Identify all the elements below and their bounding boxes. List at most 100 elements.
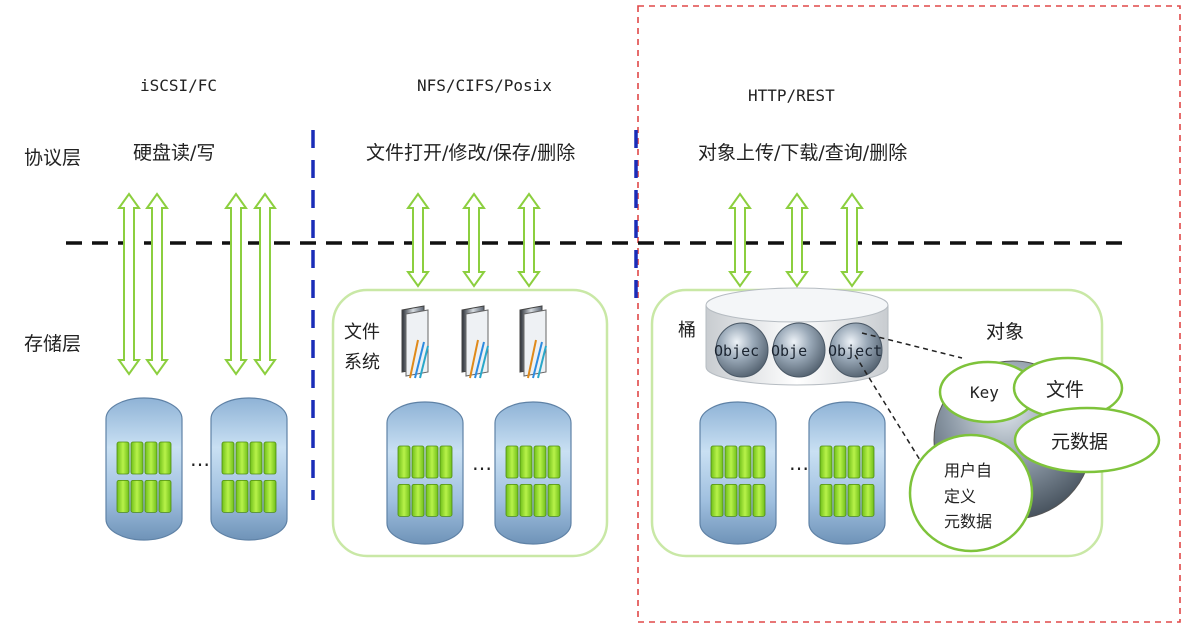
disk-icon bbox=[808, 401, 886, 545]
fs-stripe bbox=[527, 339, 537, 379]
user-metadata-bubble bbox=[908, 433, 1034, 553]
disk-cell bbox=[144, 479, 158, 513]
disk-cell bbox=[505, 445, 519, 479]
double-arrow-icon bbox=[406, 192, 430, 288]
fs-stripe bbox=[532, 341, 543, 379]
protocol-layer-label: 协议层 bbox=[24, 147, 81, 169]
disk-cell bbox=[752, 445, 766, 479]
file-system-icon bbox=[401, 305, 429, 379]
disk-cell bbox=[116, 479, 130, 513]
disk-cell bbox=[533, 445, 547, 479]
disk-cell bbox=[710, 445, 724, 479]
disk-cell bbox=[235, 441, 249, 475]
object-title: 对象 bbox=[986, 321, 1024, 343]
object-ball-label: Obje bbox=[771, 342, 807, 360]
object-ball-icon bbox=[772, 322, 826, 378]
fs-stripe bbox=[409, 339, 419, 379]
disk-icon bbox=[210, 397, 288, 541]
object-protocol-name: HTTP/REST bbox=[748, 86, 835, 105]
block-operation: 硬盘读/写 bbox=[133, 142, 215, 164]
disk-cell bbox=[738, 445, 752, 479]
disk-cell bbox=[144, 441, 158, 475]
fs-stripe bbox=[537, 345, 547, 379]
metadata-text: 元数据 bbox=[1051, 431, 1108, 453]
object-ball-label: Objec bbox=[714, 342, 759, 360]
disk-cell bbox=[724, 483, 738, 517]
fs-stripe bbox=[419, 345, 429, 379]
object-ball-icon bbox=[715, 322, 769, 378]
disk-cell bbox=[158, 479, 172, 513]
disk-cell bbox=[439, 445, 453, 479]
disk-cell bbox=[425, 445, 439, 479]
double-arrow-icon bbox=[145, 192, 169, 376]
file-system-label-line1: 文件 bbox=[344, 322, 380, 343]
double-arrow-icon bbox=[253, 192, 277, 376]
disk-cell bbox=[221, 479, 235, 513]
disk-cell bbox=[738, 483, 752, 517]
disk-icon bbox=[494, 401, 572, 545]
file-system-icon bbox=[519, 305, 547, 379]
disk-cell bbox=[547, 483, 561, 517]
fs-stripe bbox=[469, 339, 479, 379]
user-metadata-line3: 元数据 bbox=[944, 512, 992, 531]
disk-cell bbox=[519, 483, 533, 517]
disk-cell bbox=[833, 445, 847, 479]
disk-cell bbox=[249, 479, 263, 513]
object-ball-icon bbox=[829, 322, 883, 378]
disk-cell bbox=[861, 445, 875, 479]
disk-cell bbox=[221, 441, 235, 475]
key-text: Key bbox=[970, 383, 999, 402]
object-storage-highlight-box bbox=[637, 5, 1181, 623]
metadata-bubble bbox=[1013, 406, 1161, 474]
disk-cell bbox=[411, 483, 425, 517]
disk-cell bbox=[397, 483, 411, 517]
bucket-label: 桶 bbox=[678, 320, 696, 341]
disk-cell bbox=[847, 483, 861, 517]
object-operation: 对象上传/下载/查询/删除 bbox=[698, 142, 907, 164]
leader-line-lower bbox=[854, 354, 921, 461]
disk-cell bbox=[819, 483, 833, 517]
file-text: 文件 bbox=[1046, 379, 1084, 401]
storage-layer-label: 存储层 bbox=[24, 333, 81, 355]
disk-cell bbox=[439, 483, 453, 517]
disk-icon bbox=[105, 397, 183, 541]
double-arrow-icon bbox=[728, 192, 752, 288]
disk-cell bbox=[547, 445, 561, 479]
file-system-icon bbox=[461, 305, 489, 379]
file-operation: 文件打开/修改/保存/删除 bbox=[366, 142, 575, 164]
block-protocol-name: iSCSI/FC bbox=[140, 76, 217, 95]
disk-cell bbox=[425, 483, 439, 517]
disk-cell bbox=[710, 483, 724, 517]
disk-cell bbox=[116, 441, 130, 475]
disk-icon bbox=[386, 401, 464, 545]
disk-cell bbox=[263, 479, 277, 513]
user-metadata-line1: 用户自 bbox=[944, 461, 992, 480]
disk-cell bbox=[130, 479, 144, 513]
double-arrow-icon bbox=[785, 192, 809, 288]
disk-cell bbox=[130, 441, 144, 475]
fs-stripe bbox=[474, 341, 485, 379]
disk-cell bbox=[249, 441, 263, 475]
leader-line-upper bbox=[861, 332, 963, 359]
file-system-label-line2: 系统 bbox=[344, 352, 380, 373]
disk-cell bbox=[752, 483, 766, 517]
disk-cell bbox=[847, 445, 861, 479]
double-arrow-icon bbox=[117, 192, 141, 376]
double-arrow-icon bbox=[224, 192, 248, 376]
disk-cell bbox=[263, 441, 277, 475]
disk-icon bbox=[699, 401, 777, 545]
user-metadata-line2: 定义 bbox=[944, 487, 976, 506]
file-protocol-name: NFS/CIFS/Posix bbox=[417, 76, 552, 95]
disk-cell bbox=[411, 445, 425, 479]
disk-cell bbox=[158, 441, 172, 475]
fs-stripe bbox=[479, 345, 489, 379]
disk-cell bbox=[861, 483, 875, 517]
object-ball-label: Object bbox=[828, 342, 882, 360]
disk-cell bbox=[235, 479, 249, 513]
disk-cell bbox=[533, 483, 547, 517]
double-arrow-icon bbox=[462, 192, 486, 288]
disk-cell bbox=[819, 445, 833, 479]
disk-cell bbox=[519, 445, 533, 479]
file-system-icons bbox=[401, 305, 547, 379]
